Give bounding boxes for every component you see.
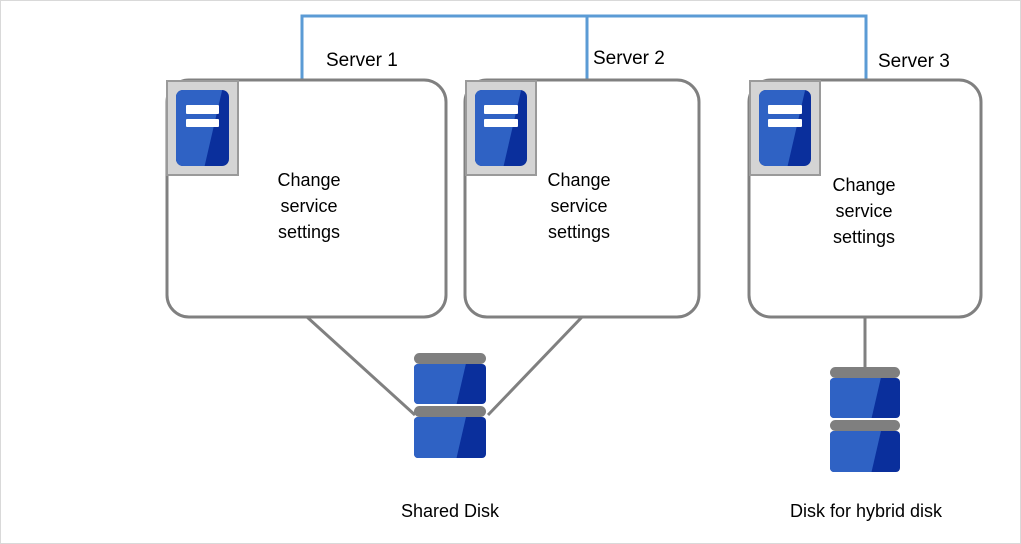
server-1-body-line-1: Change: [277, 170, 341, 190]
shared-disk-caption: Shared Disk for hybrid disk resource: [300, 471, 600, 543]
server-icon-chip: [176, 90, 229, 166]
connector-server2-shared-disk: [486, 315, 584, 417]
shared-disk-caption-line-1: Shared Disk: [400, 501, 500, 521]
disk-platter-bottom: [414, 417, 486, 458]
server-3-body-line-1: Change: [832, 175, 896, 195]
server-icon-bar-bottom: [768, 118, 802, 128]
server-icon: [465, 80, 537, 176]
server-3-body: Change service settings: [794, 172, 934, 250]
server-icon-bar-bottom: [185, 118, 220, 128]
server-icon-bar-top: [484, 105, 518, 114]
local-disk-caption: Disk for hybrid disk resource: [745, 471, 987, 543]
disk-platter-bottom: [830, 431, 900, 472]
disk-spacer-top: [414, 353, 486, 364]
server-2-body-line-2: service: [550, 196, 608, 216]
server-2-body-line-3: settings: [547, 222, 611, 242]
server-3-label: Server 3: [878, 51, 950, 72]
server-icon: [166, 80, 239, 176]
cluster-bracket: [300, 14, 868, 80]
server-icon-bar-bottom: [484, 118, 518, 128]
server-3-body-line-2: service: [835, 201, 893, 221]
server-3-body-line-3: settings: [832, 227, 896, 247]
local-disk-caption-line-1: Disk for hybrid disk: [789, 501, 943, 521]
disk-platter-top: [414, 364, 486, 404]
disk-spacer-top: [830, 367, 900, 378]
server-1-body-line-3: settings: [277, 222, 341, 242]
connector-server1-shared-disk: [305, 315, 417, 417]
disk-spacer-middle: [830, 420, 900, 431]
server-2-body: Change service settings: [509, 167, 649, 245]
server-icon: [749, 80, 821, 176]
server-icon-bar-top: [185, 105, 220, 114]
server-1-label: Server 1: [326, 50, 398, 71]
disk-stack-icon: [830, 367, 900, 472]
server-2-label: Server 2: [593, 48, 665, 69]
server-icon-chip: [475, 90, 527, 166]
server-1-body: Change service settings: [239, 167, 379, 245]
server-icon-bar-top: [768, 105, 802, 114]
server-2-body-line-1: Change: [547, 170, 611, 190]
disk-platter-top: [830, 378, 900, 418]
disk-stack-icon: [414, 353, 486, 458]
server-1-body-line-2: service: [280, 196, 338, 216]
server-icon-chip: [759, 90, 811, 166]
disk-spacer-middle: [414, 406, 486, 417]
